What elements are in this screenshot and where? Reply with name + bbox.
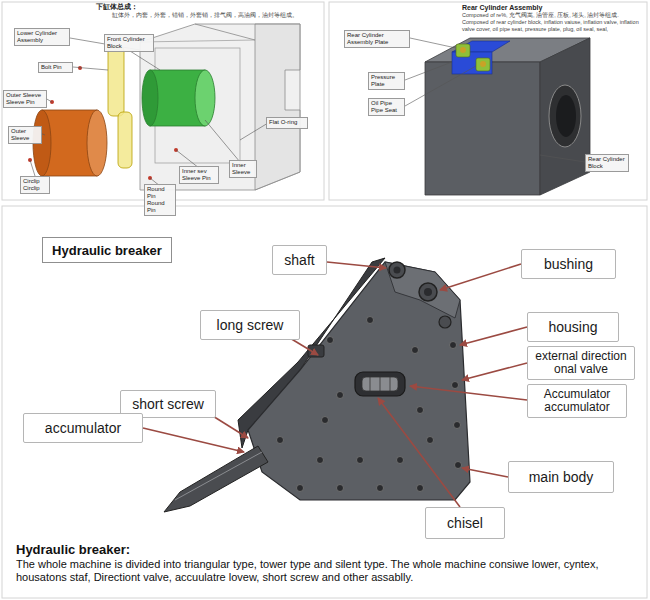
- label-text: short screw: [132, 396, 204, 412]
- panel-frame: [2, 206, 647, 598]
- panel-note: Rear Cylinder Assembly: [462, 4, 642, 12]
- label-text: Round Pin Round Pin: [147, 186, 173, 214]
- label-box: Pressure Plate: [368, 72, 405, 90]
- label-box: accumulator: [23, 413, 143, 443]
- label-box: Outer Sleeve: [8, 126, 42, 144]
- caption-text: Hydraulic breaker:: [16, 542, 316, 558]
- label-box: housing: [527, 312, 619, 342]
- label-box: Oil Pipe Pipe Seat: [368, 98, 405, 116]
- label-text: Front Cylinder Block: [107, 36, 151, 50]
- label-box: bushing: [521, 249, 616, 279]
- label-text: Hydraulic breaker: [52, 243, 162, 258]
- caption-text: The whole machine is divided into triang…: [16, 558, 636, 583]
- label-text: Pressure Plate: [371, 74, 402, 88]
- rear-cylinder-art: [405, 38, 590, 195]
- label-box: Outer Sleeve Sleeve Pin: [3, 90, 47, 108]
- label-box: shaft: [272, 245, 327, 275]
- label-box: chisel: [425, 507, 505, 539]
- label-text: Rear Cylinder Assembly Plate: [347, 32, 407, 46]
- label-box: Accumulator accumulator: [527, 384, 627, 418]
- label-text: long screw: [217, 317, 284, 333]
- label-box: Rear Cylinder Block: [585, 154, 629, 172]
- label-box: long screw: [200, 310, 300, 340]
- panel-note: Composed of rear cylinder block, inflati…: [462, 19, 644, 32]
- label-box: Flat O-ring: [266, 117, 308, 129]
- label-box: Front Cylinder Block: [104, 34, 154, 52]
- label-text: Bolt Pin: [41, 64, 70, 71]
- label-box: Bolt Pin: [38, 62, 73, 73]
- label-text: Rear Cylinder Block: [588, 156, 626, 170]
- label-text: Inner sev Sleeve Pin: [182, 168, 216, 182]
- panel-frame: [329, 2, 647, 200]
- label-text: main body: [529, 469, 594, 485]
- label-box: external direction onal valve: [527, 346, 635, 380]
- breaker-art: [164, 258, 470, 512]
- label-box: Round Pin Round Pin: [144, 184, 176, 216]
- label-box: Lower Cylinder Assembly: [14, 28, 70, 46]
- label-text: accumulator: [45, 420, 121, 436]
- label-text: Flat O-ring: [269, 119, 305, 126]
- lower-cylinder-art: [28, 24, 300, 190]
- heading-box: Hydraulic breaker: [42, 237, 172, 263]
- label-text: Outer Sleeve Sleeve Pin: [6, 92, 44, 106]
- label-box: Inner Sleeve: [229, 160, 257, 178]
- label-box: Circlip Circlip: [20, 176, 50, 194]
- leader-arrows: [143, 262, 527, 507]
- label-text: Accumulator accumulator: [531, 388, 623, 414]
- panel-note: 下缸体总成：: [96, 3, 186, 11]
- label-text: housing: [548, 319, 597, 335]
- panel-note: 缸体外，内套，外套，锚销，外套销，排气阀，高油阀，油封等组成。: [112, 12, 317, 19]
- label-box: Rear Cylinder Assembly Plate: [344, 30, 410, 48]
- label-text: Outer Sleeve: [11, 128, 39, 142]
- label-box: Inner sev Sleeve Pin: [179, 166, 219, 184]
- label-text: bushing: [544, 256, 593, 272]
- panel-note: Composed of re%, 充气阀嵩, 油管座, 压板, 堵头, 油封等组…: [462, 12, 644, 19]
- panel-frame: [2, 2, 324, 200]
- label-text: shaft: [284, 252, 314, 268]
- label-text: Lower Cylinder Assembly: [17, 30, 67, 44]
- label-text: chisel: [447, 515, 483, 531]
- label-text: Oil Pipe Pipe Seat: [371, 100, 402, 114]
- label-text: external direction onal valve: [531, 350, 631, 376]
- label-text: Circlip Circlip: [23, 178, 47, 192]
- label-text: Inner Sleeve: [232, 162, 254, 176]
- label-box: main body: [508, 461, 614, 493]
